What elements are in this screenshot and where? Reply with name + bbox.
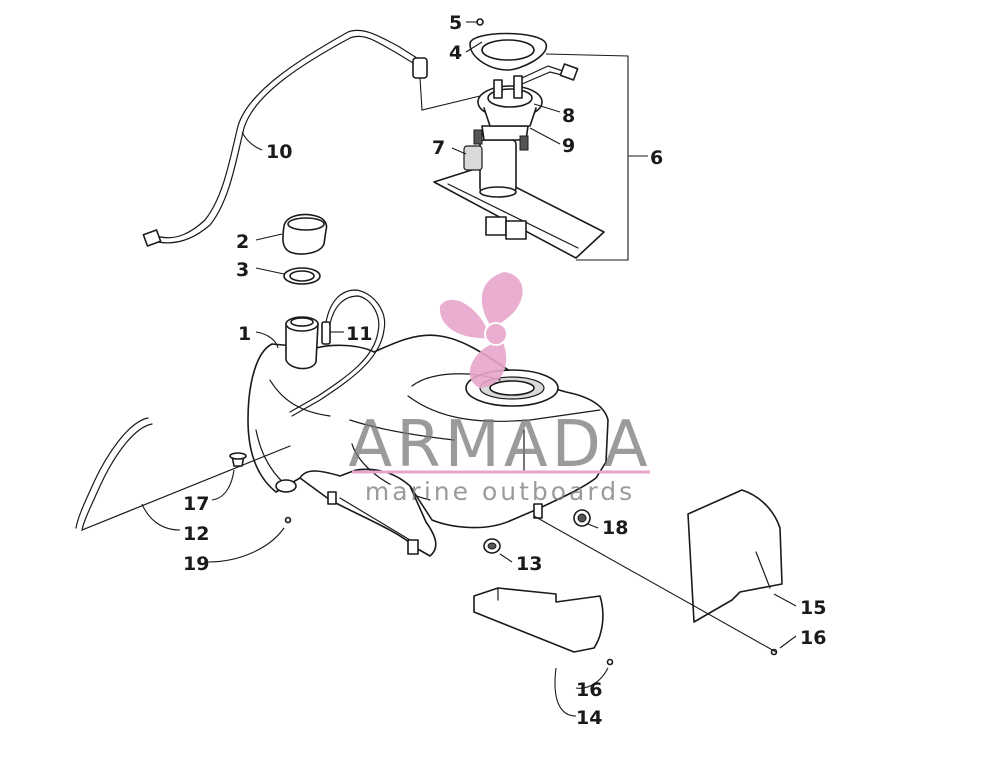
fuel-pump-assembly: [419, 18, 605, 259]
callout-2: 2: [236, 231, 249, 253]
sender-plate: [433, 167, 605, 259]
callout-15: 15: [800, 597, 826, 619]
overflow-tube: [75, 417, 291, 531]
vent-hose: [142, 29, 428, 247]
o-ring: [283, 267, 321, 285]
propeller-logo: [439, 272, 523, 388]
callout-12: 12: [183, 523, 209, 545]
heat-shield-rear: [687, 489, 783, 656]
callout-3: 3: [236, 259, 249, 281]
watermark-tagline: marine outboards: [365, 477, 635, 506]
heat-shield-lower: [473, 587, 614, 666]
watermark-brand: ARMADA: [348, 408, 651, 482]
callout-18: 18: [602, 517, 628, 539]
callout-13: 13: [516, 553, 542, 575]
callout-5: 5: [449, 12, 462, 34]
grommet: [229, 452, 247, 467]
callout-8: 8: [562, 105, 575, 127]
callout-6: 6: [650, 147, 663, 169]
vent-fitting: [289, 289, 386, 417]
callout-16-rear: 16: [800, 627, 826, 649]
callout-1: 1: [238, 323, 251, 345]
callout-16-lower: 16: [576, 679, 602, 701]
mount-bracket: [275, 479, 297, 524]
callout-labels: 5 4 8 9 7 6 10 2 3 1 11 17 12 19 13 18 1…: [183, 12, 826, 729]
callout-10: 10: [266, 141, 292, 163]
grommet-18: [573, 509, 591, 527]
filler-cap: [282, 213, 328, 255]
callout-17: 17: [183, 493, 209, 515]
callout-7: 7: [432, 137, 445, 159]
grommet-13: [483, 538, 501, 554]
callout-4: 4: [449, 42, 462, 64]
callout-11: 11: [346, 323, 372, 345]
callout-19: 19: [183, 553, 209, 575]
pump-connector: [485, 216, 507, 236]
leader-lines: [141, 21, 797, 717]
callout-9: 9: [562, 135, 575, 157]
pump-body: [479, 139, 517, 193]
callout-14: 14: [576, 707, 602, 729]
